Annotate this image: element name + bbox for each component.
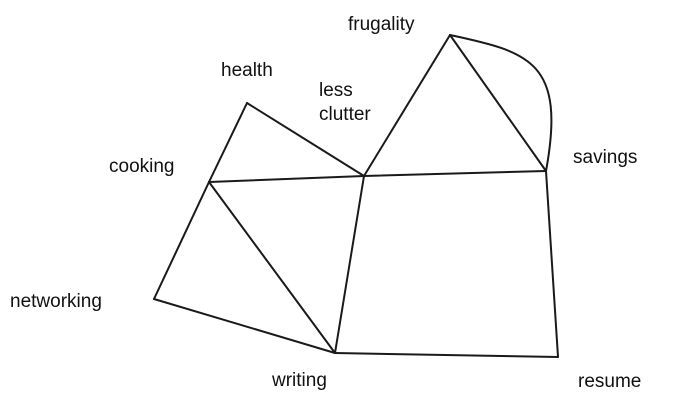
node-label-frugality: frugality: [348, 14, 415, 35]
edge-savings-resume: [545, 170, 559, 358]
edge-writing-resume: [334, 352, 559, 358]
edge-less-clutter-writing: [334, 175, 365, 354]
node-label-networking: networking: [10, 291, 102, 312]
node-label-health: health: [221, 60, 273, 81]
edge-networking-writing: [153, 298, 336, 354]
edge-less-clutter-savings: [363, 170, 547, 177]
edge-frugality-savings-curved: [449, 34, 553, 172]
edge-cooking-writing: [208, 181, 336, 354]
node-label-cooking: cooking: [109, 156, 175, 177]
edge-frugality-savings: [449, 34, 547, 172]
edge-cooking-less-clutter: [208, 175, 365, 183]
node-label-resume: resume: [578, 371, 641, 392]
diagram-labels: frugality health less clutter cooking sa…: [10, 14, 641, 392]
diagram-edges: [153, 34, 559, 358]
node-label-less-clutter-line-1: less: [319, 80, 353, 101]
node-label-less-clutter: less clutter: [319, 80, 371, 125]
edge-less-clutter-frugality: [363, 34, 451, 177]
edge-health-less-clutter: [246, 102, 365, 177]
node-label-savings: savings: [573, 147, 637, 168]
edge-cooking-networking: [153, 181, 210, 300]
node-label-less-clutter-line-2: clutter: [319, 104, 371, 125]
node-label-writing: writing: [271, 370, 327, 391]
edge-health-cooking: [208, 102, 248, 183]
